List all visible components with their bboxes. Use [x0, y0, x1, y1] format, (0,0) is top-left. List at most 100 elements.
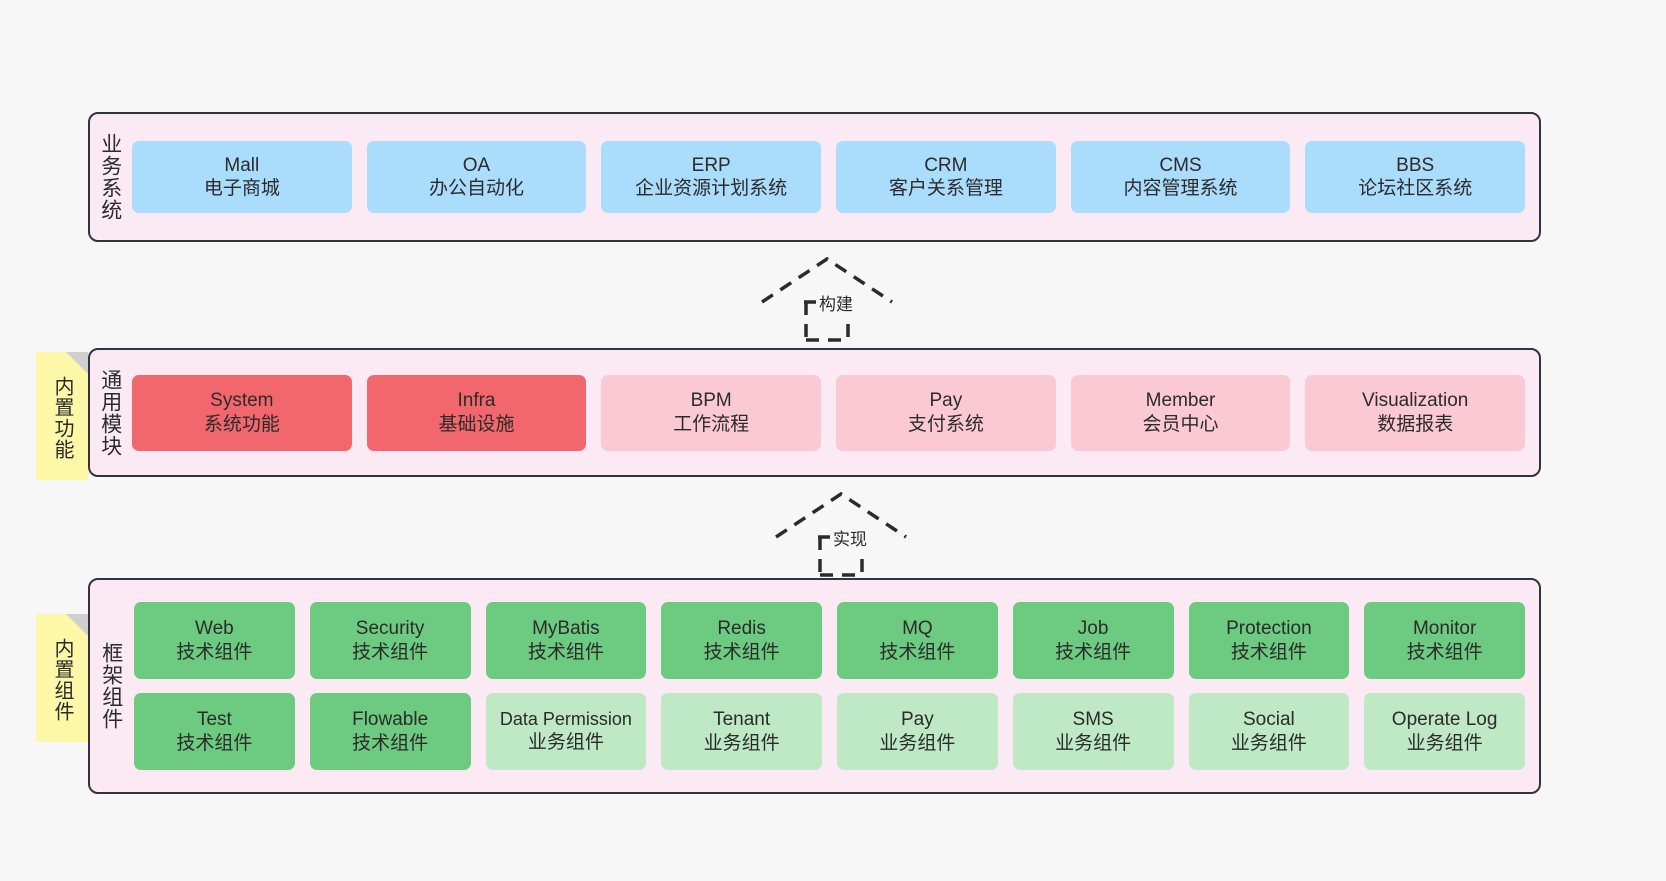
- component-flowable-en: Flowable: [352, 709, 429, 731]
- module-oa[interactable]: OA 办公自动化: [366, 141, 587, 213]
- component-mq-cn: 技术组件: [879, 641, 956, 663]
- connector-build-label: 构建: [816, 290, 856, 315]
- module-bbs-cn: 论坛社区系统: [1358, 178, 1473, 199]
- band-framework-row-tech: Web 技术组件 Security 技术组件 MyBatis 技术组件 Redi…: [134, 602, 1525, 679]
- component-data-permission-cn: 业务组件: [527, 731, 604, 753]
- component-sms[interactable]: SMS 业务组件: [1012, 693, 1174, 770]
- module-member-en: Member: [1145, 390, 1216, 412]
- module-oa-en: OA: [462, 154, 491, 176]
- module-crm[interactable]: CRM 客户关系管理: [836, 141, 1056, 213]
- band-common-modules: 通用模块 System 系统功能 Infra 基础设施 BPM 工作流程 Pay…: [88, 348, 1541, 477]
- component-security-cn: 技术组件: [352, 641, 429, 663]
- band-common-body: System 系统功能 Infra 基础设施 BPM 工作流程 Pay 支付系统…: [130, 350, 1539, 475]
- note-builtin-components: 内置组件: [36, 614, 88, 742]
- module-bbs-en: BBS: [1396, 154, 1435, 176]
- note-fold-corner-icon: [66, 352, 88, 374]
- component-operate-log-cn: 业务组件: [1406, 732, 1483, 754]
- component-tenant-en: Tenant: [713, 709, 771, 731]
- band-framework-row-business: Test 技术组件 Flowable 技术组件 Data Permission …: [134, 693, 1525, 770]
- module-visualization-en: Visualization: [1362, 390, 1469, 412]
- component-security-en: Security: [355, 618, 425, 640]
- module-pay[interactable]: Pay 支付系统: [836, 374, 1056, 451]
- component-social[interactable]: Social 业务组件: [1188, 693, 1350, 770]
- module-visualization[interactable]: Visualization 数据报表: [1305, 374, 1526, 451]
- band-common-row: System 系统功能 Infra 基础设施 BPM 工作流程 Pay 支付系统…: [132, 374, 1526, 451]
- component-job-cn: 技术组件: [1055, 641, 1132, 663]
- component-mybatis-cn: 技术组件: [527, 641, 604, 663]
- component-web[interactable]: Web 技术组件: [134, 602, 295, 679]
- component-pay[interactable]: Pay 业务组件: [837, 693, 998, 770]
- module-pay-en: Pay: [929, 390, 963, 412]
- module-oa-cn: 办公自动化: [429, 178, 525, 199]
- component-tenant-cn: 业务组件: [703, 732, 780, 754]
- connector-implement: 实现: [766, 487, 946, 577]
- module-pay-cn: 支付系统: [907, 413, 984, 435]
- note-builtin-components-label: 内置组件: [51, 638, 73, 722]
- component-mybatis[interactable]: MyBatis 技术组件: [485, 602, 647, 679]
- component-data-permission-en: Data Permission: [499, 708, 632, 729]
- component-flowable[interactable]: Flowable 技术组件: [309, 693, 471, 770]
- module-mall-cn: 电子商城: [203, 178, 280, 199]
- module-system-en: System: [210, 390, 274, 412]
- component-web-cn: 技术组件: [176, 641, 253, 663]
- note-builtin-features: 内置功能: [36, 352, 88, 480]
- component-job[interactable]: Job 技术组件: [1012, 602, 1174, 679]
- module-member[interactable]: Member 会员中心: [1070, 374, 1291, 451]
- band-business-systems: 业务系统 Mall 电子商城 OA 办公自动化 ERP 企业资源计划系统 CRM…: [88, 112, 1541, 242]
- module-infra-en: Infra: [457, 390, 496, 412]
- module-mall-en: Mall: [224, 154, 260, 176]
- component-test-en: Test: [196, 709, 232, 731]
- module-system[interactable]: System 系统功能: [132, 374, 352, 451]
- module-bpm-en: BPM: [690, 390, 732, 412]
- component-pay-cn: 业务组件: [879, 732, 956, 754]
- band-framework-components: 框架组件 Web 技术组件 Security 技术组件 MyBatis 技术组件…: [88, 578, 1541, 794]
- component-redis-en: Redis: [717, 618, 766, 640]
- band-framework-body: Web 技术组件 Security 技术组件 MyBatis 技术组件 Redi…: [132, 580, 1539, 792]
- component-protection[interactable]: Protection 技术组件: [1188, 602, 1350, 679]
- module-bpm[interactable]: BPM 工作流程: [601, 374, 822, 451]
- component-security[interactable]: Security 技术组件: [309, 602, 471, 679]
- component-monitor[interactable]: Monitor 技术组件: [1364, 602, 1525, 679]
- band-business-row: Mall 电子商城 OA 办公自动化 ERP 企业资源计划系统 CRM 客户关系…: [132, 141, 1526, 213]
- module-cms[interactable]: CMS 内容管理系统: [1070, 141, 1291, 213]
- module-infra-cn: 基础设施: [438, 413, 515, 435]
- band-business-label: 业务系统: [98, 133, 122, 221]
- component-sms-cn: 业务组件: [1055, 732, 1132, 754]
- component-social-en: Social: [1243, 709, 1295, 731]
- component-redis[interactable]: Redis 技术组件: [661, 602, 822, 679]
- band-framework-label: 框架组件: [99, 642, 123, 730]
- band-business-body: Mall 电子商城 OA 办公自动化 ERP 企业资源计划系统 CRM 客户关系…: [130, 114, 1539, 240]
- module-bbs[interactable]: BBS 论坛社区系统: [1305, 141, 1526, 213]
- component-sms-en: SMS: [1072, 709, 1114, 731]
- component-job-en: Job: [1077, 618, 1109, 640]
- module-member-cn: 会员中心: [1142, 413, 1219, 435]
- note-builtin-features-label: 内置功能: [51, 376, 73, 460]
- module-erp-en: ERP: [691, 154, 731, 176]
- component-test[interactable]: Test 技术组件: [134, 693, 295, 770]
- component-tenant[interactable]: Tenant 业务组件: [661, 693, 822, 770]
- connector-implement-label: 实现: [830, 525, 870, 550]
- component-mybatis-en: MyBatis: [532, 618, 600, 640]
- module-visualization-cn: 数据报表: [1377, 413, 1454, 435]
- module-bpm-cn: 工作流程: [673, 413, 750, 435]
- module-system-cn: 系统功能: [203, 413, 280, 435]
- connector-build: 构建: [752, 252, 932, 342]
- component-operate-log[interactable]: Operate Log 业务组件: [1364, 693, 1525, 770]
- band-common-label: 通用模块: [98, 368, 122, 457]
- module-infra[interactable]: Infra 基础设施: [366, 374, 587, 451]
- component-flowable-cn: 技术组件: [352, 732, 429, 754]
- component-monitor-cn: 技术组件: [1406, 641, 1483, 663]
- component-web-en: Web: [195, 618, 234, 640]
- component-operate-log-en: Operate Log: [1391, 709, 1498, 731]
- module-crm-en: CRM: [924, 154, 968, 176]
- component-protection-cn: 技术组件: [1230, 641, 1307, 663]
- component-mq[interactable]: MQ 技术组件: [837, 602, 998, 679]
- module-mall[interactable]: Mall 电子商城: [132, 141, 352, 213]
- module-erp[interactable]: ERP 企业资源计划系统: [601, 141, 822, 213]
- note-fold-corner-icon: [66, 614, 88, 636]
- component-redis-cn: 技术组件: [703, 641, 780, 663]
- component-data-permission[interactable]: Data Permission 业务组件: [485, 693, 647, 770]
- module-crm-cn: 客户关系管理: [888, 178, 1003, 199]
- component-social-cn: 业务组件: [1230, 732, 1307, 754]
